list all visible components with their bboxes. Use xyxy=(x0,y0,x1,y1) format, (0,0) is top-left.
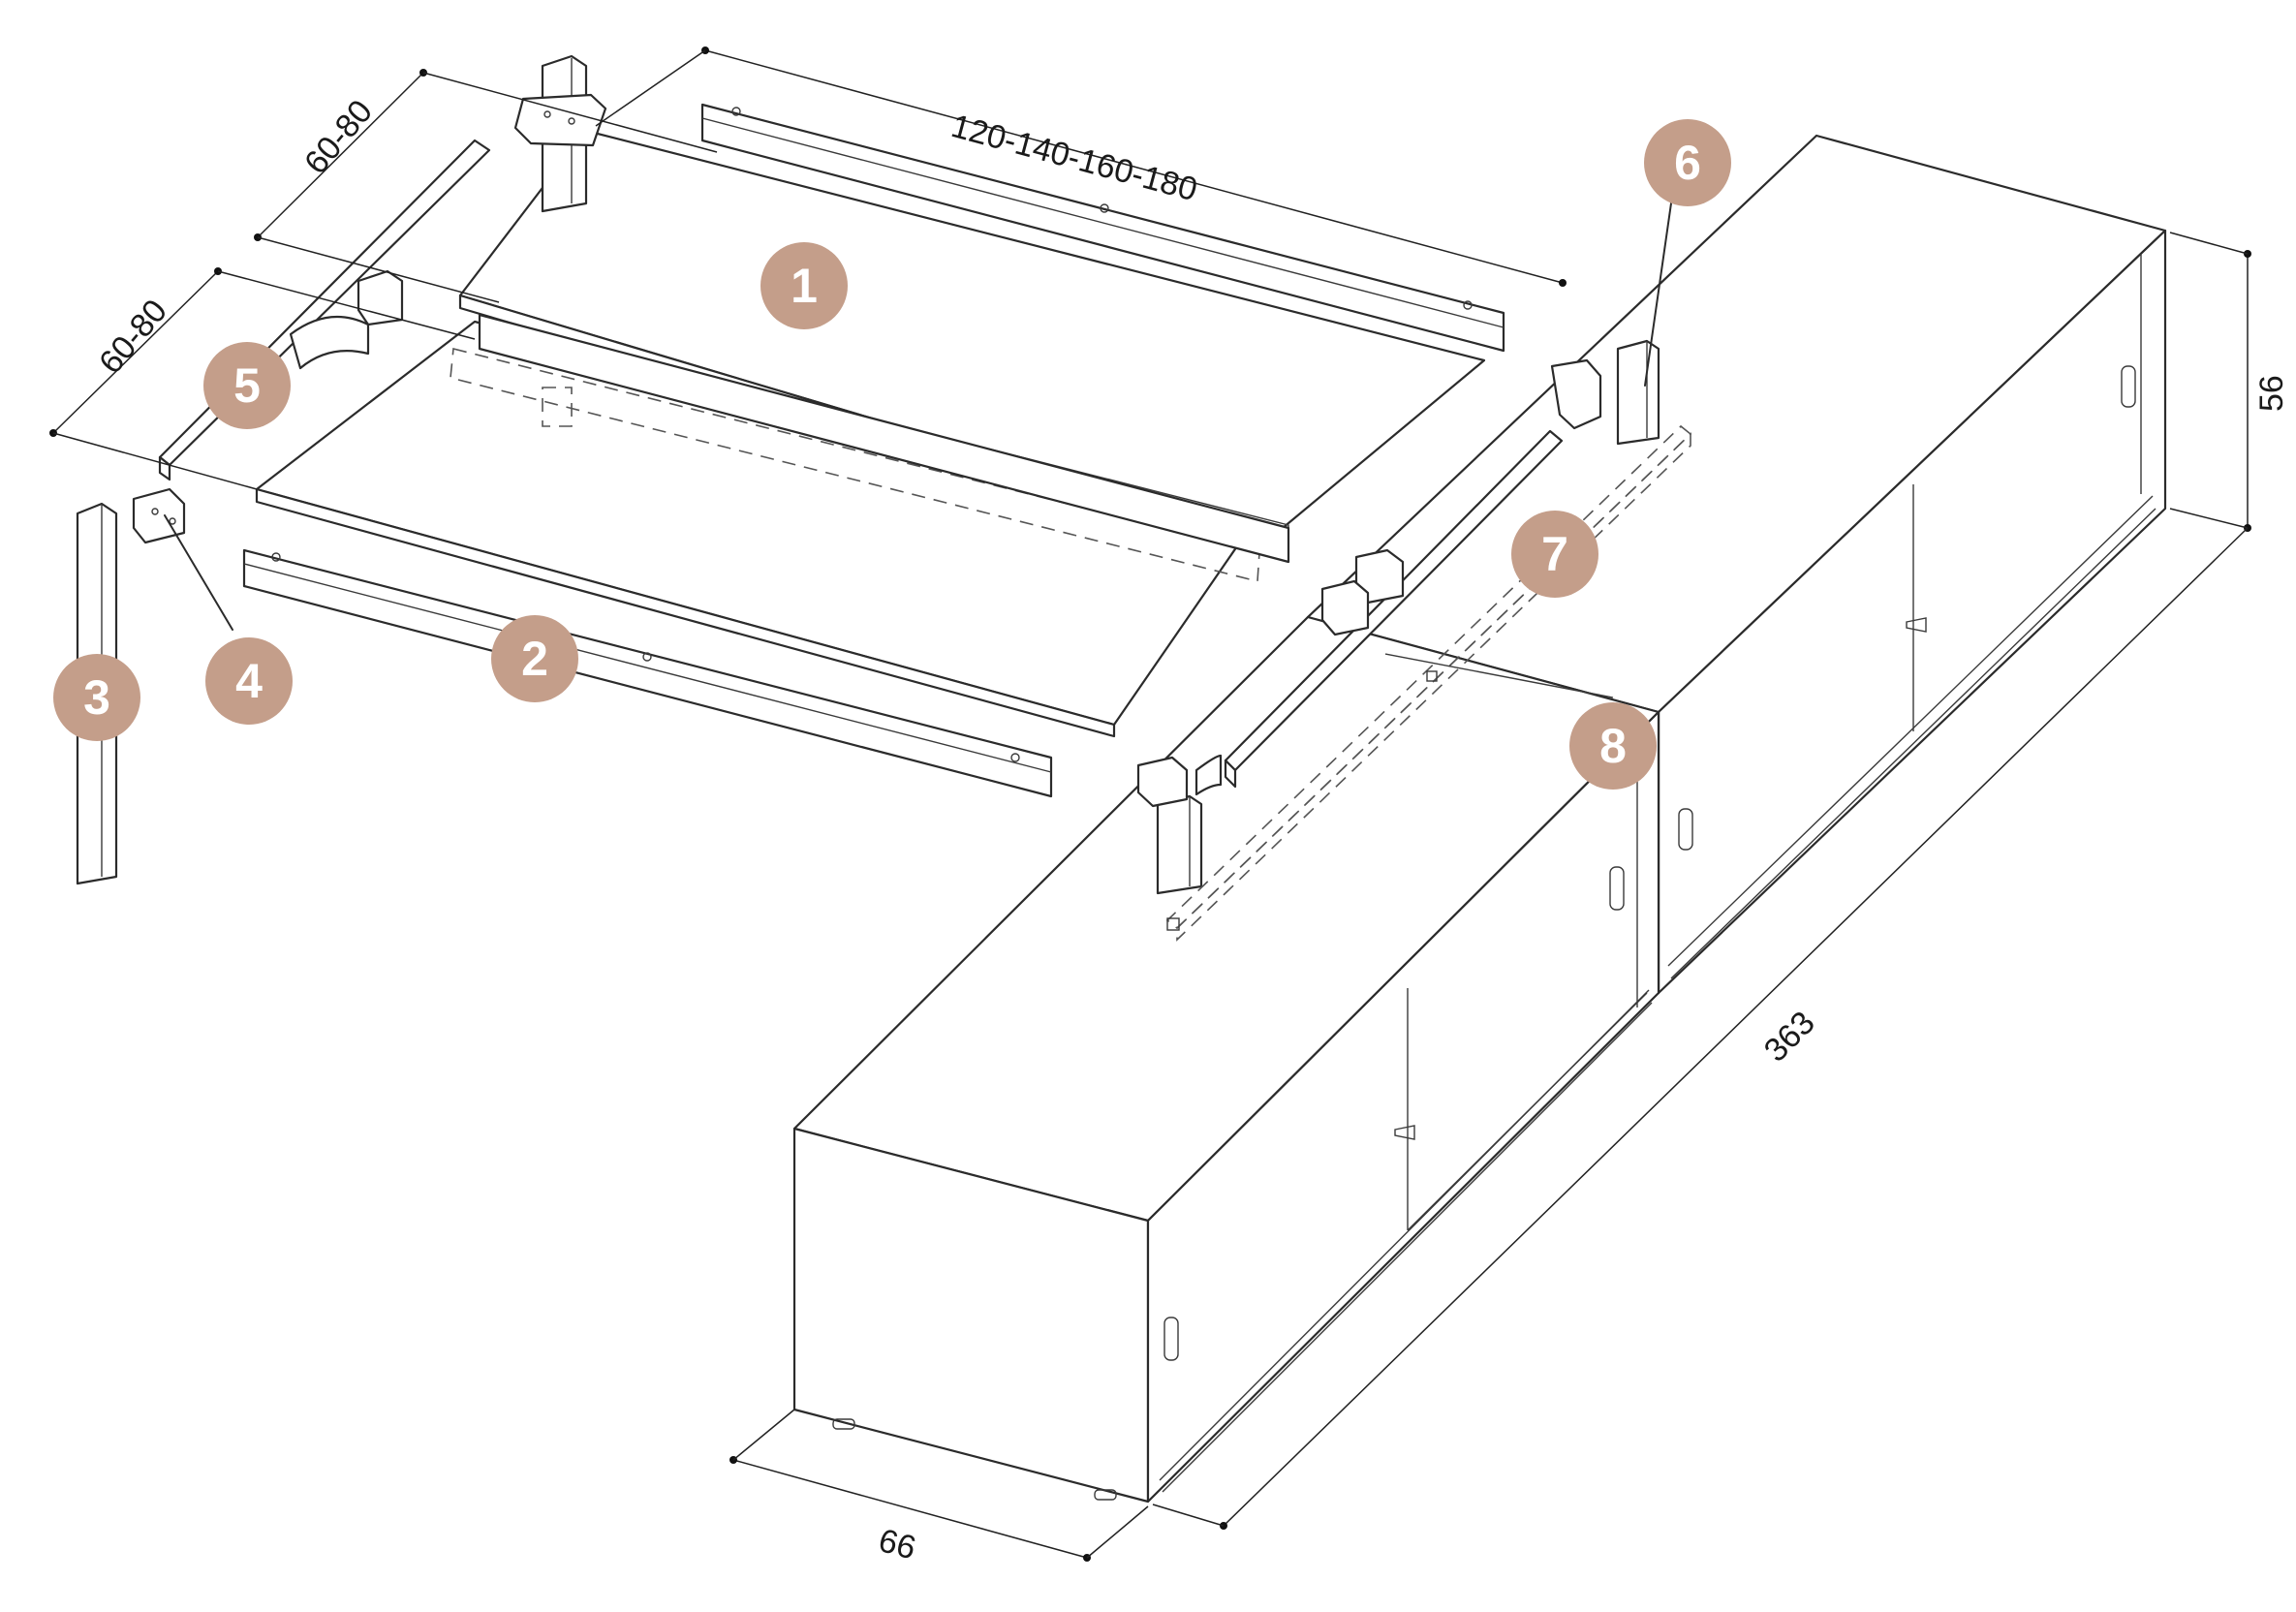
part-badge-2: 2 xyxy=(491,615,578,702)
sideboard-front-unit xyxy=(792,615,1660,1504)
svg-text:5: 5 xyxy=(233,358,261,413)
part-badge-1: 1 xyxy=(760,242,848,329)
dimension-depth-lower-label: 60-80 xyxy=(92,293,174,381)
leader-4 xyxy=(164,514,233,631)
hidden-bracket xyxy=(542,387,573,427)
part-badge-3: 3 xyxy=(53,654,140,741)
bracket-right-front xyxy=(1136,754,1223,808)
bracket-back-top xyxy=(513,93,607,147)
rail-front xyxy=(242,548,1053,798)
dimension-base-depth-label: 66 xyxy=(875,1522,919,1566)
svg-text:1: 1 xyxy=(791,259,818,313)
part-badge-4: 4 xyxy=(205,637,293,725)
part-badge-8: 8 xyxy=(1569,702,1657,790)
svg-text:8: 8 xyxy=(1599,719,1627,773)
hidden-frame-rail xyxy=(450,347,1260,583)
support-block-6 xyxy=(1616,339,1660,446)
rail-back xyxy=(700,103,1505,353)
dimension-line-base-depth: 66 xyxy=(729,1409,1149,1567)
dimension-depth-upper-label: 60-80 xyxy=(297,93,380,181)
part-badge-7: 7 xyxy=(1511,511,1598,598)
dimension-height-label: 56 xyxy=(2253,375,2290,412)
support-block-8 xyxy=(1156,794,1203,895)
leader-6 xyxy=(1644,169,1677,387)
svg-text:7: 7 xyxy=(1541,527,1568,581)
dimension-line-height: 56 xyxy=(2169,232,2290,532)
desktop-panel-bottom xyxy=(255,320,1252,738)
rail-right xyxy=(1224,429,1564,789)
svg-text:2: 2 xyxy=(521,632,548,686)
bracket-left-front xyxy=(132,487,186,544)
svg-text:3: 3 xyxy=(83,670,110,725)
part-badge-5: 5 xyxy=(203,342,291,429)
svg-text:4: 4 xyxy=(235,654,263,708)
svg-text:6: 6 xyxy=(1674,136,1701,190)
bracket-right-back xyxy=(1550,358,1602,430)
bracket-right-mid xyxy=(1320,548,1405,636)
dimension-length-label: 363 xyxy=(1757,1005,1822,1070)
part-badge-6: 6 xyxy=(1644,119,1731,206)
rail-middle xyxy=(478,313,1290,564)
